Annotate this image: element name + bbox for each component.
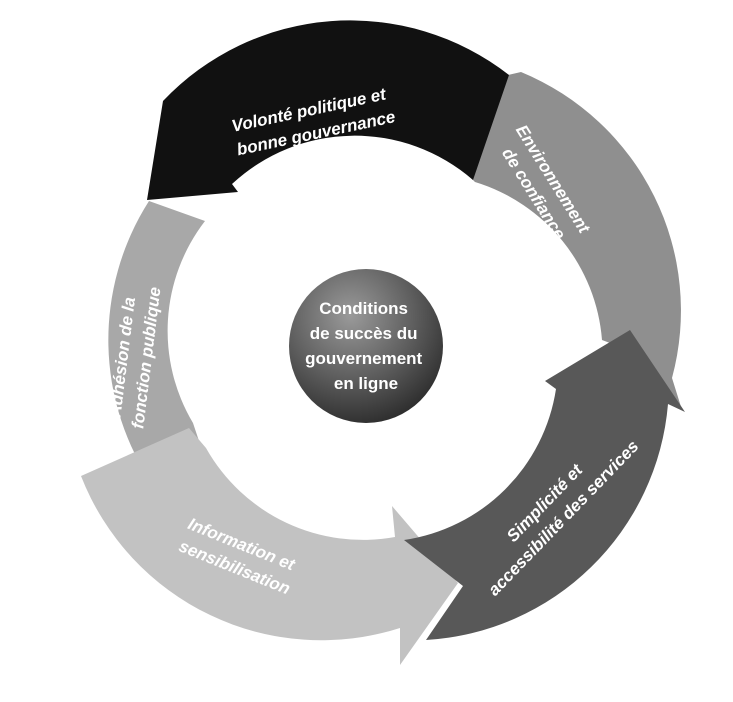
segment-simplicite: Simplicité et accessibilité des services bbox=[404, 330, 685, 640]
center-circle bbox=[289, 269, 443, 423]
segment-environnement: Environnement de confiance bbox=[435, 72, 682, 410]
arrow-environnement bbox=[435, 72, 682, 410]
segment-adhesion: Adhésion de la fonction publique bbox=[104, 201, 205, 488]
segment-volonte: Volonté politique et bonne gouvernance bbox=[147, 20, 509, 201]
center-label: Conditions de succès du gouvernement en … bbox=[305, 299, 427, 393]
arrow-adhesion bbox=[108, 201, 205, 488]
center-node: Conditions de succès du gouvernement en … bbox=[289, 269, 443, 423]
arrow-volonte bbox=[147, 20, 509, 201]
label-adhesion: Adhésion de la fonction publique bbox=[104, 283, 164, 430]
segment-information: Information et sensibilisation bbox=[81, 428, 458, 665]
arrow-simplicite bbox=[404, 330, 685, 640]
arrow-information bbox=[81, 428, 458, 665]
